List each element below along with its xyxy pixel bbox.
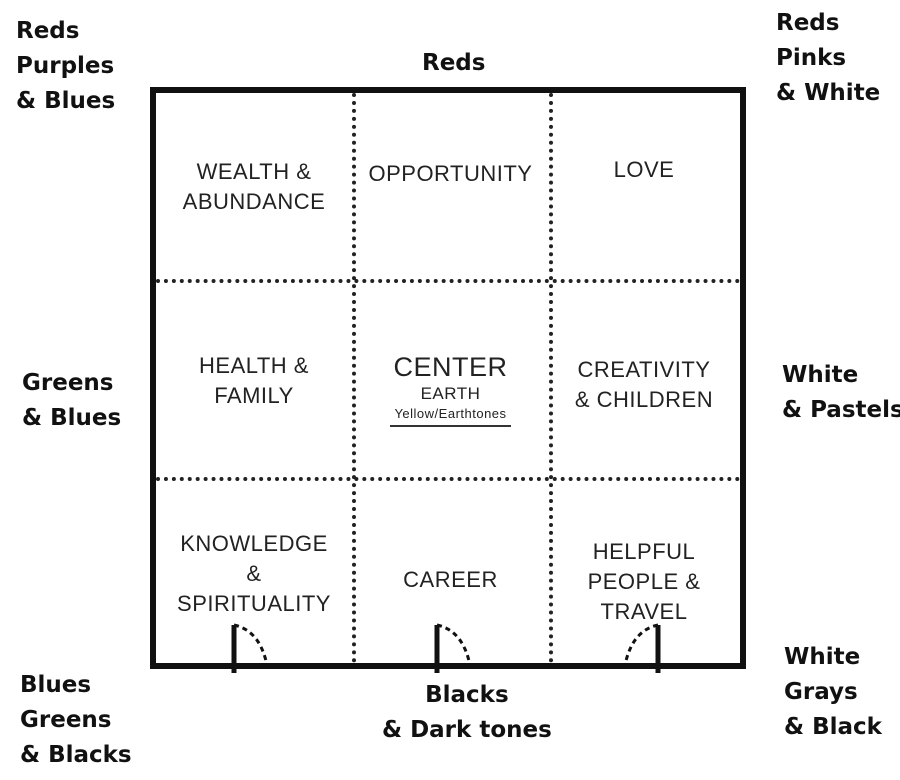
cell-opportunity: OPPORTUNITY	[352, 159, 549, 189]
label-text: Pinks	[776, 45, 847, 71]
cell-knowledge-spirituality: KNOWLEDGE & SPIRITUALITY	[156, 529, 352, 619]
cell-text: HELPFUL	[592, 539, 696, 564]
cell-center: CENTER EARTH Yellow/Earthtones	[352, 351, 549, 427]
label-text: & White	[776, 80, 881, 106]
cell-text: OPPORTUNITY	[368, 161, 533, 186]
cell-text: PEOPLE &	[587, 569, 701, 594]
grid-divider-horizontal	[156, 477, 740, 481]
grid-divider-vertical	[352, 93, 356, 663]
label-text: Reds	[422, 50, 486, 76]
cell-text: &	[246, 561, 262, 586]
cell-text: CAREER	[403, 567, 498, 592]
cell-text: SPIRITUALITY	[177, 591, 331, 616]
cell-text: LOVE	[613, 157, 675, 182]
cell-wealth-abundance: WEALTH & ABUNDANCE	[156, 157, 352, 217]
label-top-right: Reds Pinks & White	[776, 6, 880, 111]
cell-text: ABUNDANCE	[182, 189, 326, 214]
label-bottom-left: Blues Greens & Blacks	[20, 668, 132, 773]
door-icon	[434, 623, 473, 673]
label-text: Grays	[784, 679, 858, 705]
label-text: & Blues	[22, 405, 122, 431]
label-bottom-center: Blacks & Dark tones	[382, 678, 552, 748]
label-text: & Blacks	[20, 742, 132, 768]
label-middle-right: White & Pastels	[782, 358, 900, 428]
cell-text: WEALTH &	[196, 159, 312, 184]
label-text: Reds	[16, 18, 80, 44]
cell-text: CREATIVITY	[577, 357, 711, 382]
label-text: Reds	[776, 10, 840, 36]
cell-love: LOVE	[549, 155, 739, 185]
cell-text: CENTER	[393, 352, 508, 382]
label-text: Blacks	[425, 682, 509, 708]
cell-text: TRAVEL	[600, 599, 688, 624]
label-text: Greens	[20, 707, 112, 733]
grid-divider-horizontal	[156, 279, 740, 283]
cell-helpful-people-travel: HELPFUL PEOPLE & TRAVEL	[549, 537, 739, 627]
label-text: White	[782, 362, 859, 388]
cell-text: & CHILDREN	[574, 387, 714, 412]
label-text: & Dark tones	[382, 717, 552, 743]
cell-creativity-children: CREATIVITY & CHILDREN	[549, 355, 739, 415]
label-text: & Blues	[16, 88, 116, 114]
label-bottom-right: White Grays & Black	[784, 640, 882, 745]
cell-text: FAMILY	[214, 383, 294, 408]
cell-text: KNOWLEDGE	[180, 531, 328, 556]
label-text: Purples	[16, 53, 115, 79]
bagua-grid: WEALTH & ABUNDANCE OPPORTUNITY LOVE HEAL…	[150, 87, 746, 673]
grid-divider-vertical	[549, 93, 553, 663]
door-icon	[622, 623, 661, 673]
cell-text: EARTH	[420, 384, 481, 403]
label-text: & Pastels	[782, 397, 900, 423]
cell-career: CAREER	[352, 565, 549, 595]
label-text: Blues	[20, 672, 92, 698]
label-top-center: Reds	[422, 46, 485, 81]
cell-health-family: HEALTH & FAMILY	[156, 351, 352, 411]
door-icon	[231, 623, 270, 673]
label-top-left: Reds Purples & Blues	[16, 14, 115, 119]
cell-text: Yellow/Earthtones	[390, 405, 511, 427]
label-text: & Black	[784, 714, 882, 740]
label-text: Greens	[22, 370, 114, 396]
cell-text: HEALTH &	[199, 353, 309, 378]
label-text: White	[784, 644, 861, 670]
label-middle-left: Greens & Blues	[22, 366, 121, 436]
